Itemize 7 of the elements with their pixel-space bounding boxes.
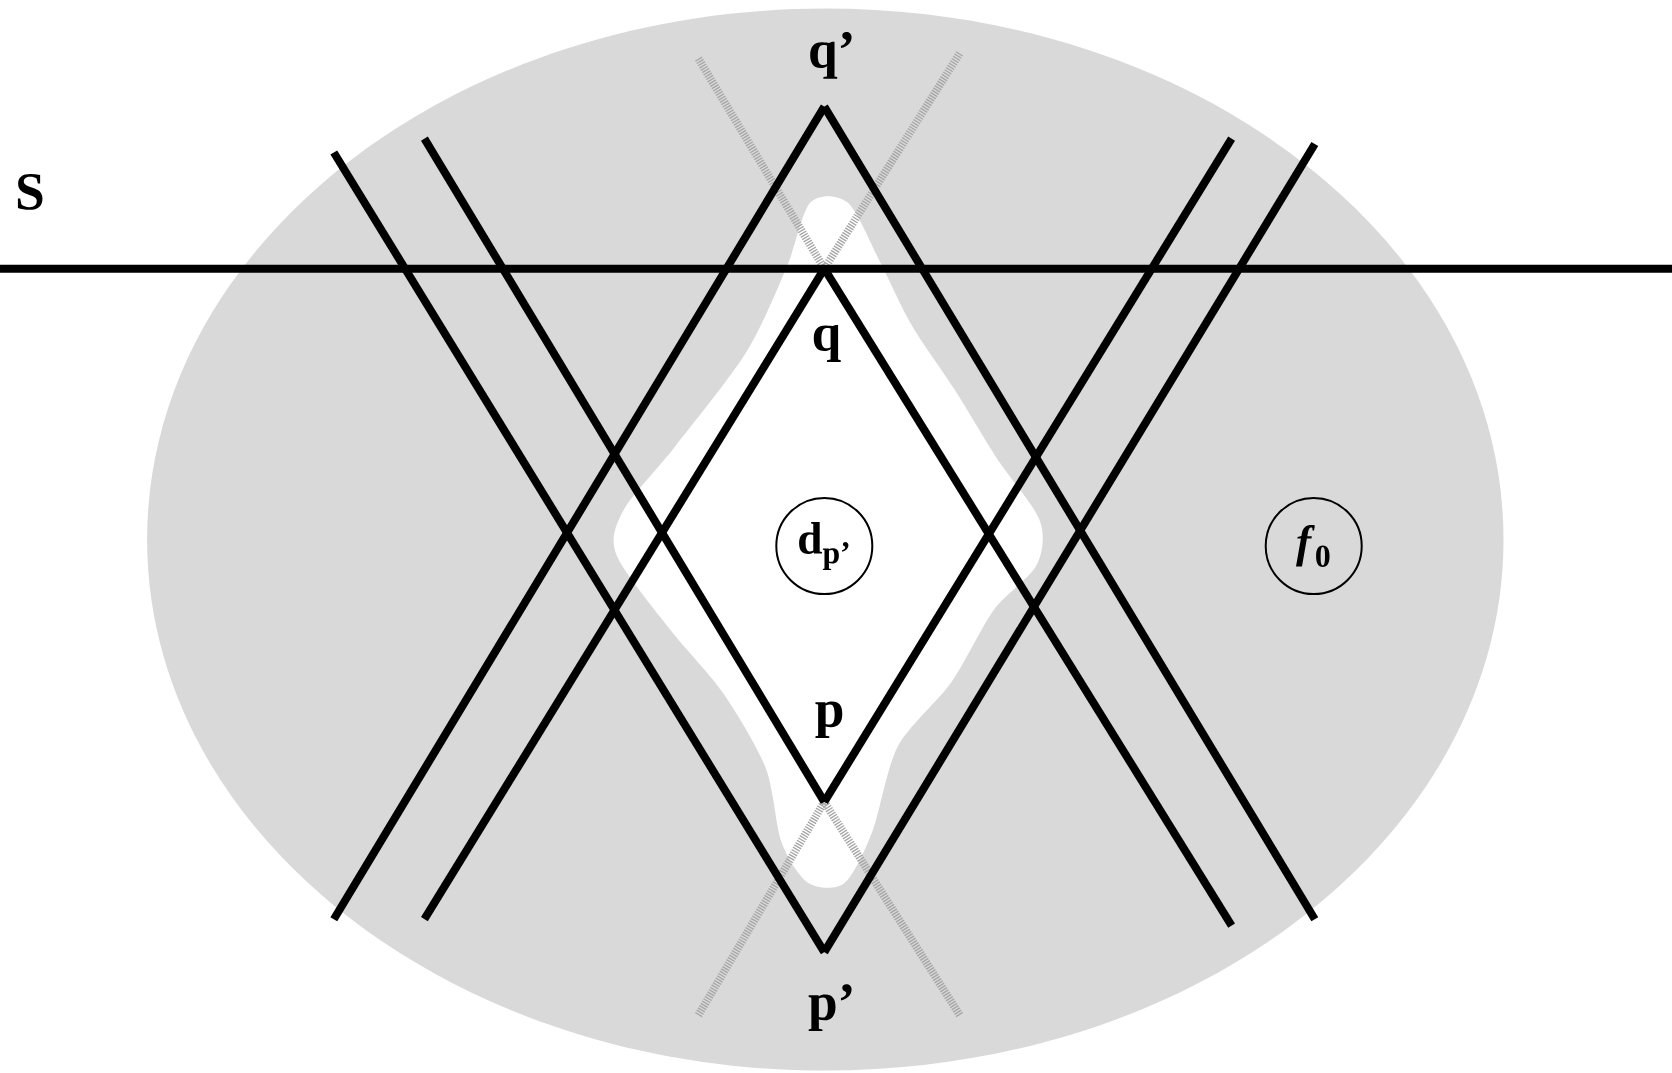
- point-label: p: [815, 701, 843, 739]
- point-label: q’: [810, 32, 852, 79]
- point-label: q: [813, 324, 841, 362]
- circled-label: f$_{0}$: [1264, 497, 1363, 595]
- circled-label: d$_{p’}$: [775, 497, 874, 595]
- set-label: S: [17, 174, 43, 210]
- point-label: p’: [808, 984, 852, 1032]
